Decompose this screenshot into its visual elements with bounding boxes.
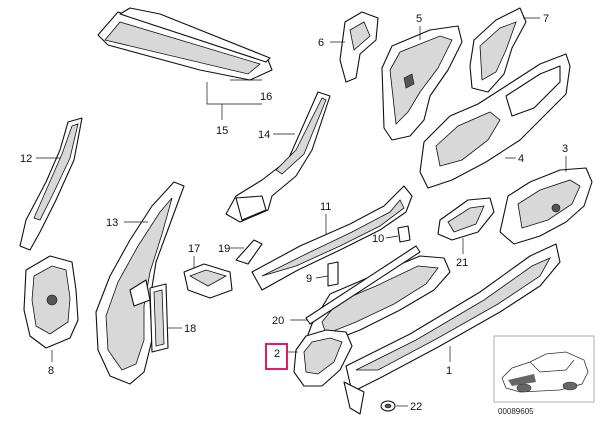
part-pillar-insert[interactable] xyxy=(149,283,169,353)
part-plug-22[interactable] xyxy=(380,400,396,412)
callout-13: 13 xyxy=(106,217,118,229)
part-b-pillar-frame[interactable] xyxy=(95,181,185,385)
part-cross-member[interactable] xyxy=(251,185,413,291)
callout-5: 5 xyxy=(416,13,422,25)
callout-4: 4 xyxy=(518,153,524,165)
part-plate-19[interactable] xyxy=(235,239,263,265)
callout-16: 16 xyxy=(260,91,272,103)
part-a-pillar-upper[interactable] xyxy=(225,91,331,223)
leader-9 xyxy=(315,275,329,279)
part-sill-reinforcement[interactable] xyxy=(305,245,451,345)
callout-2-highlight-frame xyxy=(265,343,288,370)
callout-12: 12 xyxy=(20,153,32,165)
callout-11: 11 xyxy=(320,201,331,213)
part-roof-rail[interactable] xyxy=(97,7,273,81)
callout-7: 7 xyxy=(543,13,549,25)
reference-code: 00089605 xyxy=(498,407,534,416)
part-rear-side-panel[interactable] xyxy=(419,53,571,189)
callout-9: 9 xyxy=(306,273,312,285)
callout-6: 6 xyxy=(318,37,324,49)
leader-16 xyxy=(206,79,262,105)
part-small-bracket[interactable] xyxy=(437,197,495,241)
leader-10 xyxy=(385,235,399,239)
part-clip-10[interactable] xyxy=(397,225,411,243)
part-sill-end[interactable] xyxy=(293,329,353,387)
part-rear-wheel-arch[interactable] xyxy=(499,167,593,245)
part-rear-quarter-inner[interactable] xyxy=(469,7,527,93)
part-bracket-9[interactable] xyxy=(327,261,339,287)
callout-22: 22 xyxy=(410,401,422,413)
part-side-sill[interactable] xyxy=(343,243,561,415)
part-pillar-bracket[interactable] xyxy=(339,11,379,83)
callout-15: 15 xyxy=(216,125,228,137)
callout-1: 1 xyxy=(446,365,452,377)
car-inset xyxy=(493,335,595,403)
callout-10: 10 xyxy=(372,233,384,245)
callout-20: 20 xyxy=(272,315,284,327)
part-front-wheelhouse[interactable] xyxy=(23,255,79,349)
callout-14: 14 xyxy=(258,129,270,141)
car-silhouette-icon xyxy=(501,351,589,393)
callout-21: 21 xyxy=(456,257,468,269)
callout-2: 2 xyxy=(274,348,280,360)
callout-18: 18 xyxy=(184,323,196,335)
callout-8: 8 xyxy=(48,365,54,377)
part-inner-panel[interactable] xyxy=(381,25,463,141)
callout-19: 19 xyxy=(218,243,230,255)
callout-17: 17 xyxy=(188,243,200,255)
part-a-pillar-inner[interactable] xyxy=(19,117,83,251)
callout-3: 3 xyxy=(562,143,568,155)
part-support-17[interactable] xyxy=(183,263,233,299)
